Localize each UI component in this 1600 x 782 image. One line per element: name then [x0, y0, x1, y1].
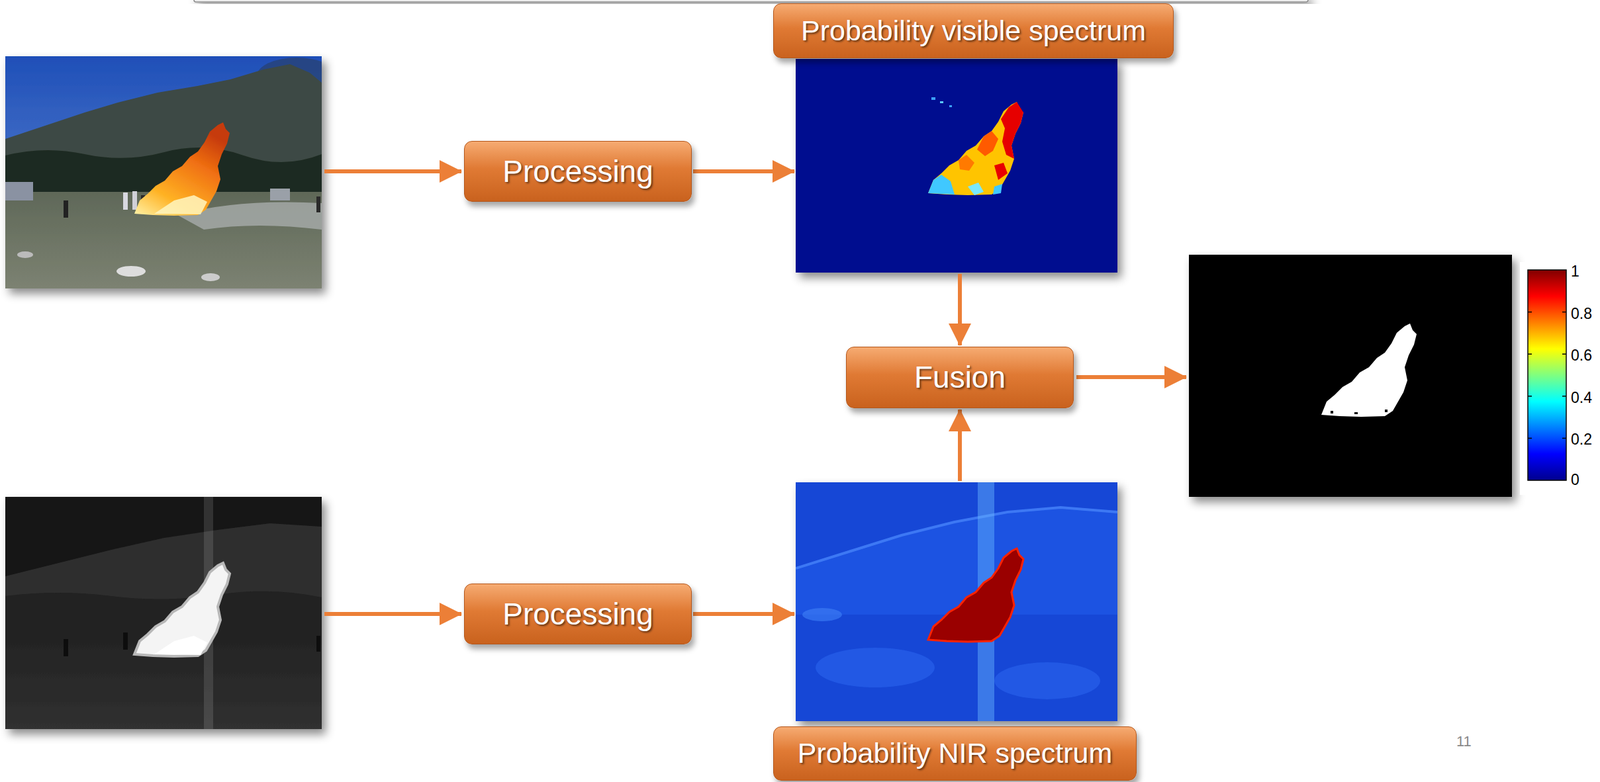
input-arrow: [324, 169, 462, 174]
colorbar-tick: 0.2: [1570, 430, 1593, 450]
probability-map: Probability NIR spectrum: [795, 482, 1118, 722]
process-box: Processing: [464, 583, 692, 645]
map-title-banner: Probability visible spectrum: [773, 3, 1174, 59]
flow-arrow: [693, 169, 795, 174]
process-box: Processing: [464, 141, 692, 202]
colorbar-tick: 0: [1570, 471, 1580, 490]
map-title-banner: Probability NIR spectrum: [773, 726, 1137, 782]
flow-arrow: [957, 274, 962, 346]
map-title: Probability NIR spectrum: [797, 737, 1113, 770]
output-arrow: [1076, 375, 1187, 380]
box-label: Processing: [502, 154, 654, 190]
process-box: Fusion: [846, 346, 1074, 409]
colorbar-tick: 0.6: [1570, 346, 1593, 366]
box-label: Fusion: [914, 360, 1006, 396]
colorbar-tick: 0.8: [1570, 305, 1593, 324]
box-label: Processing: [502, 597, 654, 633]
input-arrow: [324, 612, 462, 617]
probability-map: Probability visible spectrum: [795, 58, 1118, 273]
flow-arrow: [957, 409, 962, 482]
map-title: Probability visible spectrum: [800, 14, 1146, 48]
flow-arrow: [693, 612, 795, 617]
colorbar-tick: 0.4: [1570, 389, 1593, 408]
page-number: 11: [1456, 733, 1472, 751]
colorbar-tick: 1: [1570, 262, 1580, 282]
